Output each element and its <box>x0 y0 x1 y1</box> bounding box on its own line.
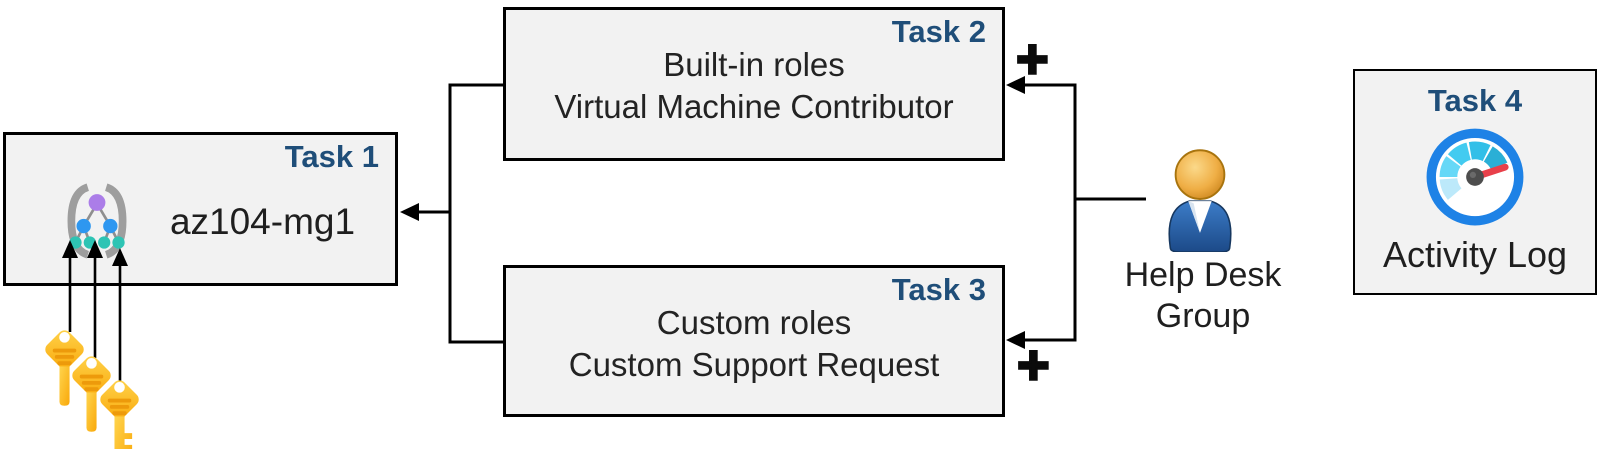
key-icon <box>69 353 114 432</box>
task2-label: Task 2 <box>891 14 986 49</box>
key-icon <box>97 377 142 449</box>
user-icon <box>1168 149 1232 252</box>
task2-line2: Virtual Machine Contributor <box>554 88 954 125</box>
task3-label: Task 3 <box>891 272 986 307</box>
task1-label: Task 1 <box>284 139 379 174</box>
help-desk-group-line2: Group <box>1155 297 1251 335</box>
task4-box: Task 4 Activity Log <box>1353 69 1597 295</box>
arrowhead-into-task1 <box>400 203 419 221</box>
key-icon <box>42 327 87 406</box>
task1-title: az104-mg1 <box>169 201 356 242</box>
management-group-icon <box>67 183 127 259</box>
help-desk-group-line1: Help Desk <box>1124 256 1282 294</box>
help-desk-group-label: Help Desk Group <box>1095 255 1311 337</box>
activity-log-gauge-icon <box>1426 128 1524 226</box>
task3-box: Task 3 Custom roles Custom Support Reque… <box>503 265 1005 417</box>
connector-left-bracket <box>408 83 503 344</box>
key-icon-group <box>42 327 142 449</box>
task1-box: Task 1 az104-mg1 <box>3 132 398 286</box>
task4-label: Task 4 <box>1427 83 1523 118</box>
plus-sign-top: + <box>1015 27 1050 90</box>
task2-box: Task 2 Built-in roles Virtual Machine Co… <box>503 7 1005 161</box>
task3-line2: Custom Support Request <box>568 346 940 383</box>
task2-line1: Built-in roles <box>663 46 845 83</box>
task4-title: Activity Log <box>1382 234 1568 275</box>
plus-sign-bottom: + <box>1016 333 1051 396</box>
task3-line1: Custom roles <box>656 304 852 341</box>
